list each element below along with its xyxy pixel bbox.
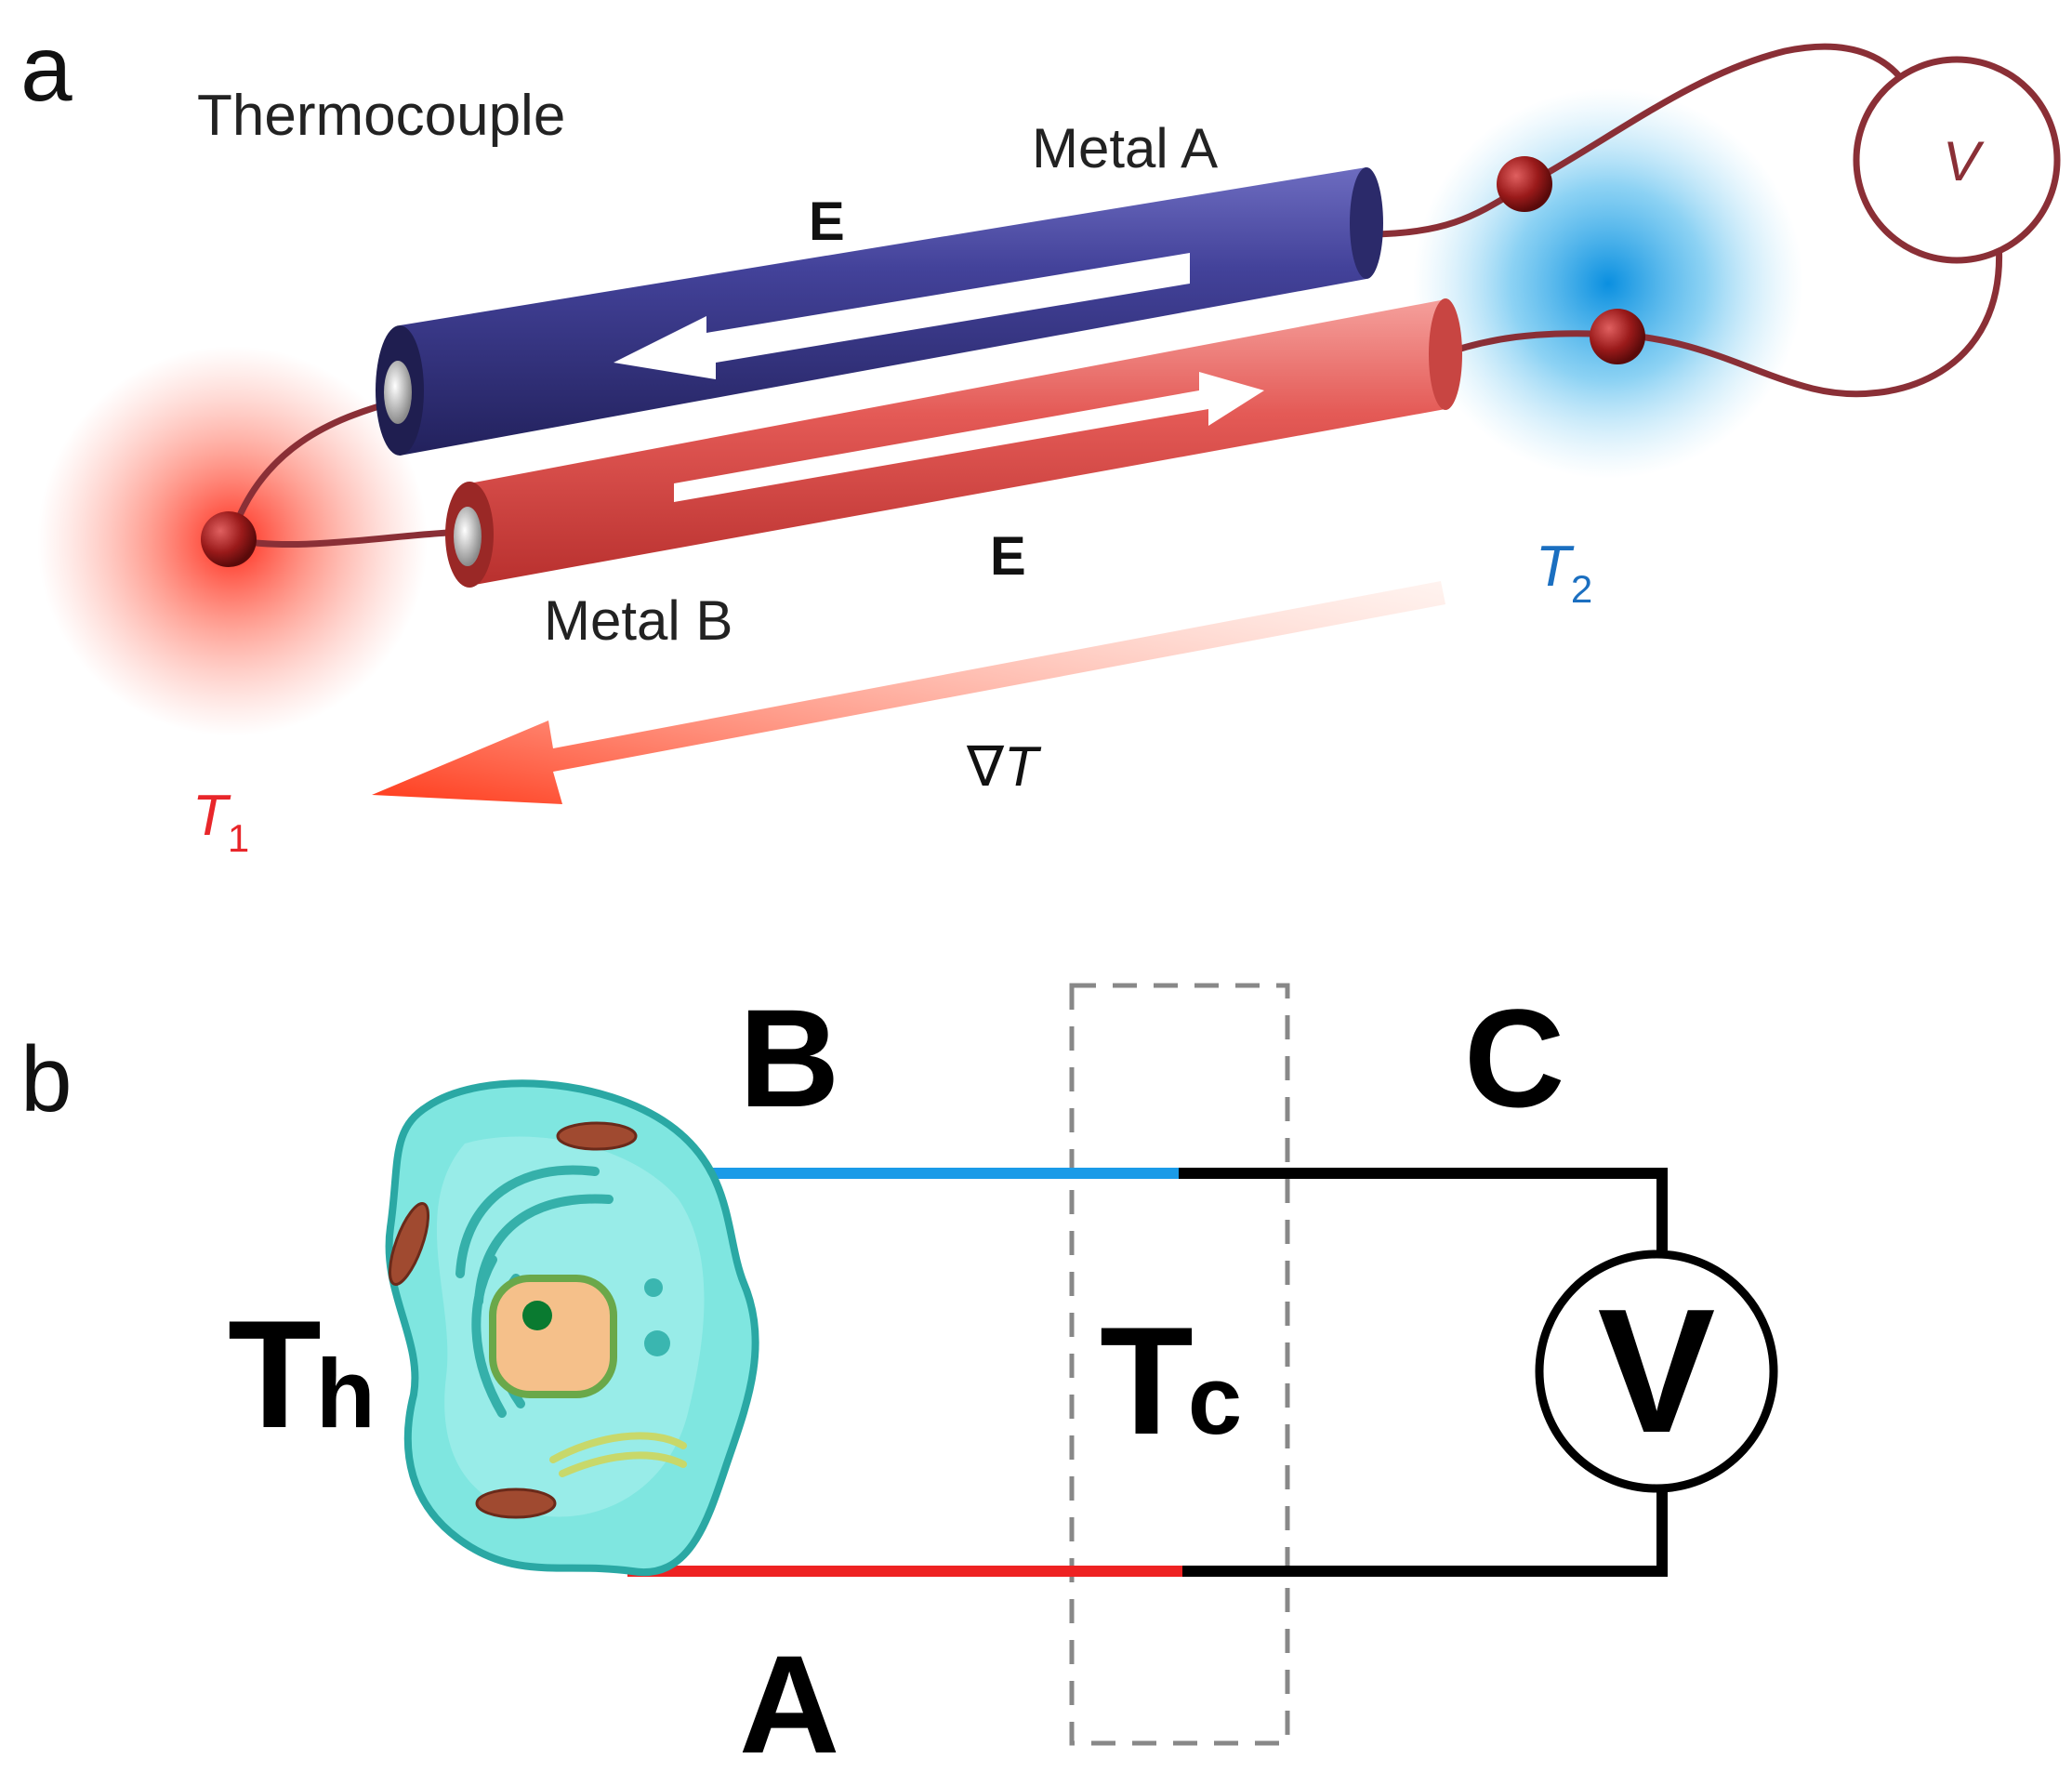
- metal-b-field-arrow: [674, 372, 1264, 502]
- cold-junction-glow: [1413, 88, 1803, 479]
- cell-vesicle-2: [644, 1330, 670, 1356]
- t2-sub: 2: [1571, 567, 1592, 611]
- cold-temperature-label: Tc: [1100, 1295, 1242, 1466]
- gradient-symbol: T: [1004, 735, 1042, 798]
- gradient-nabla: ∇: [966, 735, 1005, 798]
- cell-golgi: [549, 1432, 687, 1477]
- label-c: C: [1464, 980, 1564, 1136]
- cell-illustration: [385, 1079, 759, 1577]
- wire-c-bottom: [1182, 1492, 1668, 1577]
- cell-er-1: [455, 1165, 600, 1278]
- metal-a-field-arrow: [614, 253, 1190, 379]
- wire-metal-a-to-v: [1366, 43, 1919, 238]
- voltmeter-a: [1853, 56, 2061, 264]
- panel-b: b V B C A T: [20, 980, 1778, 1772]
- panel-a: a Thermocouple V: [20, 17, 2061, 860]
- hot-junction-bead: [201, 511, 257, 567]
- wire-hot-to-metal-a: [227, 398, 396, 541]
- voltmeter-b: [1535, 1250, 1778, 1493]
- temperature-gradient-arrow: [372, 581, 1445, 804]
- cold-symbol: T: [1100, 1295, 1194, 1466]
- metal-b-label: Metal B: [544, 589, 732, 652]
- cold-junction-bead-a: [1497, 156, 1552, 212]
- cold-reference-box: [1069, 983, 1290, 1746]
- cell-er-3: [471, 1255, 507, 1418]
- hot-sub: h: [316, 1340, 376, 1448]
- t1-symbol: T: [192, 784, 231, 848]
- cell-vesicle-1: [644, 1278, 663, 1297]
- cold-junction-bead-b: [1590, 309, 1645, 364]
- panel-b-label: b: [20, 1027, 73, 1131]
- hot-symbol: T: [228, 1289, 322, 1460]
- metal-a-rod: [376, 167, 1383, 456]
- label-b: B: [739, 980, 839, 1136]
- wire-metal-b-to-v: [1444, 241, 2003, 398]
- t2-symbol: T: [1536, 535, 1575, 599]
- metal-a-label: Metal A: [1032, 117, 1218, 179]
- cold-sub: c: [1188, 1346, 1242, 1455]
- cell-mitochondrion-2: [388, 1202, 430, 1286]
- voltmeter-b-label: V: [1598, 1273, 1716, 1470]
- panel-a-label: a: [20, 17, 73, 121]
- wire-hot-to-metal-b: [230, 528, 466, 548]
- cell-mitochondrion-3: [475, 1488, 557, 1519]
- cell-mitochondrion-1: [556, 1121, 638, 1151]
- cell-nucleolus: [522, 1301, 552, 1330]
- metal-b-rod: [445, 298, 1462, 588]
- label-a: A: [739, 1626, 839, 1772]
- cell-nucleus: [489, 1275, 617, 1398]
- field-label-bottom: E: [990, 526, 1026, 587]
- t1-sub: 1: [228, 816, 249, 860]
- gradient-label: ∇T: [966, 735, 1042, 798]
- metal-a-end-cap: [384, 361, 412, 424]
- voltmeter-a-label: V: [1943, 130, 1985, 192]
- metal-b-end-cap: [454, 507, 482, 566]
- t1-label: T1: [192, 784, 249, 860]
- diagram-title: Thermocouple: [197, 84, 565, 148]
- field-label-top: E: [809, 192, 845, 252]
- t2-label: T2: [1536, 535, 1592, 611]
- wire-c-top: [1179, 1168, 1668, 1250]
- hot-temperature-label: Th: [228, 1289, 376, 1460]
